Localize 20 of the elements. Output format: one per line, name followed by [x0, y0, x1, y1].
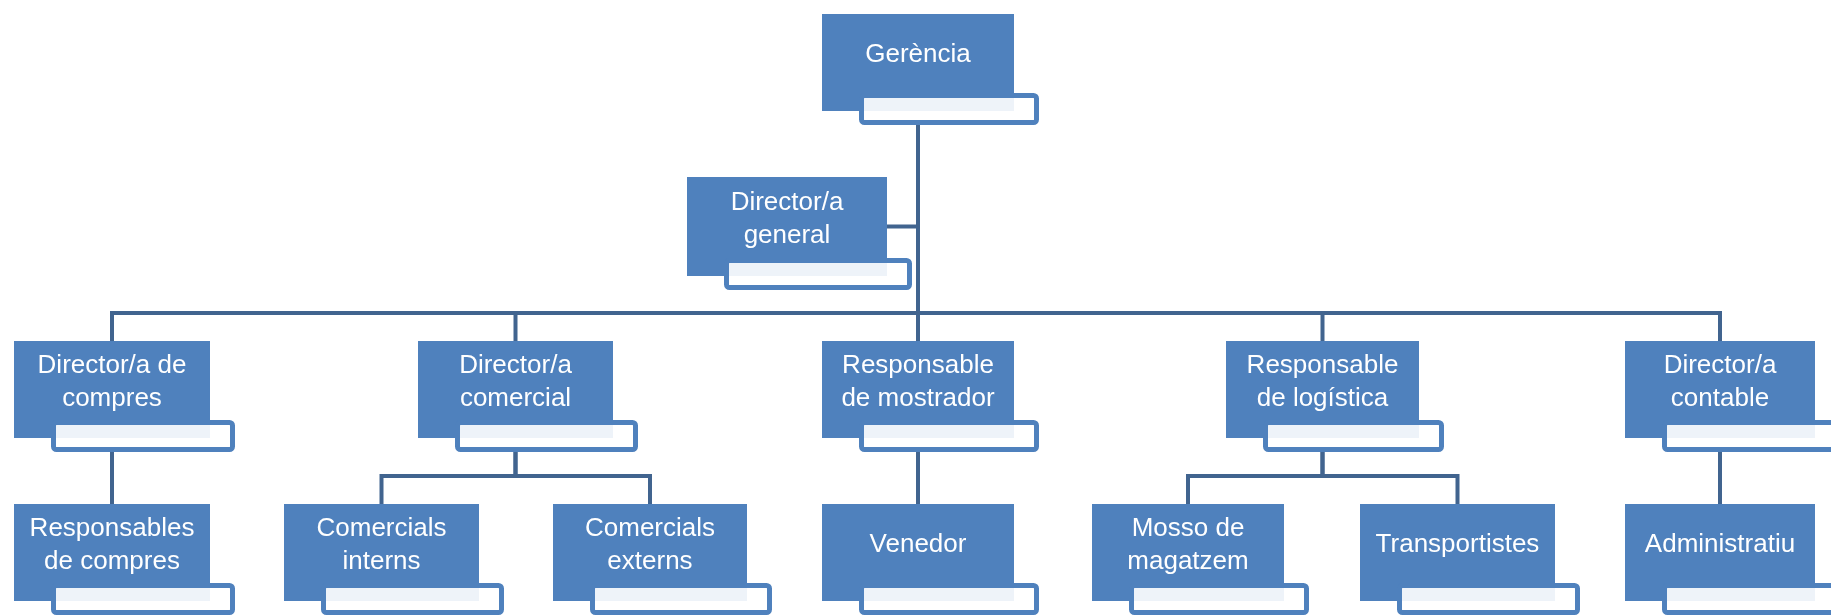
connector-line: [1718, 452, 1722, 504]
connector-line: [916, 125, 1722, 341]
position-title: Transportistes: [1375, 527, 1540, 560]
position-title: Director/a contable: [1662, 348, 1778, 413]
position-title: Comercials interns: [315, 511, 448, 576]
connector-line: [513, 452, 652, 504]
position-title: Director/a general: [729, 185, 845, 250]
position-title: Director/a de compres: [36, 348, 188, 413]
position-title: Responsable de mostrador: [840, 348, 996, 413]
position-title: Comercials externs: [584, 511, 716, 576]
position-title: Administratiu: [1644, 527, 1796, 560]
position-title: Director/a comercial: [458, 348, 573, 413]
position-title: Gerència: [865, 37, 971, 70]
connector-line: [916, 452, 920, 504]
connector-line: [1320, 452, 1460, 504]
connector-line: [110, 452, 114, 504]
position-title: Responsable de logística: [1245, 348, 1400, 413]
position-title: Mosso de magatzem: [1126, 511, 1250, 576]
position-title: Venedor: [869, 527, 967, 560]
position-title: Responsables de compres: [28, 511, 196, 576]
